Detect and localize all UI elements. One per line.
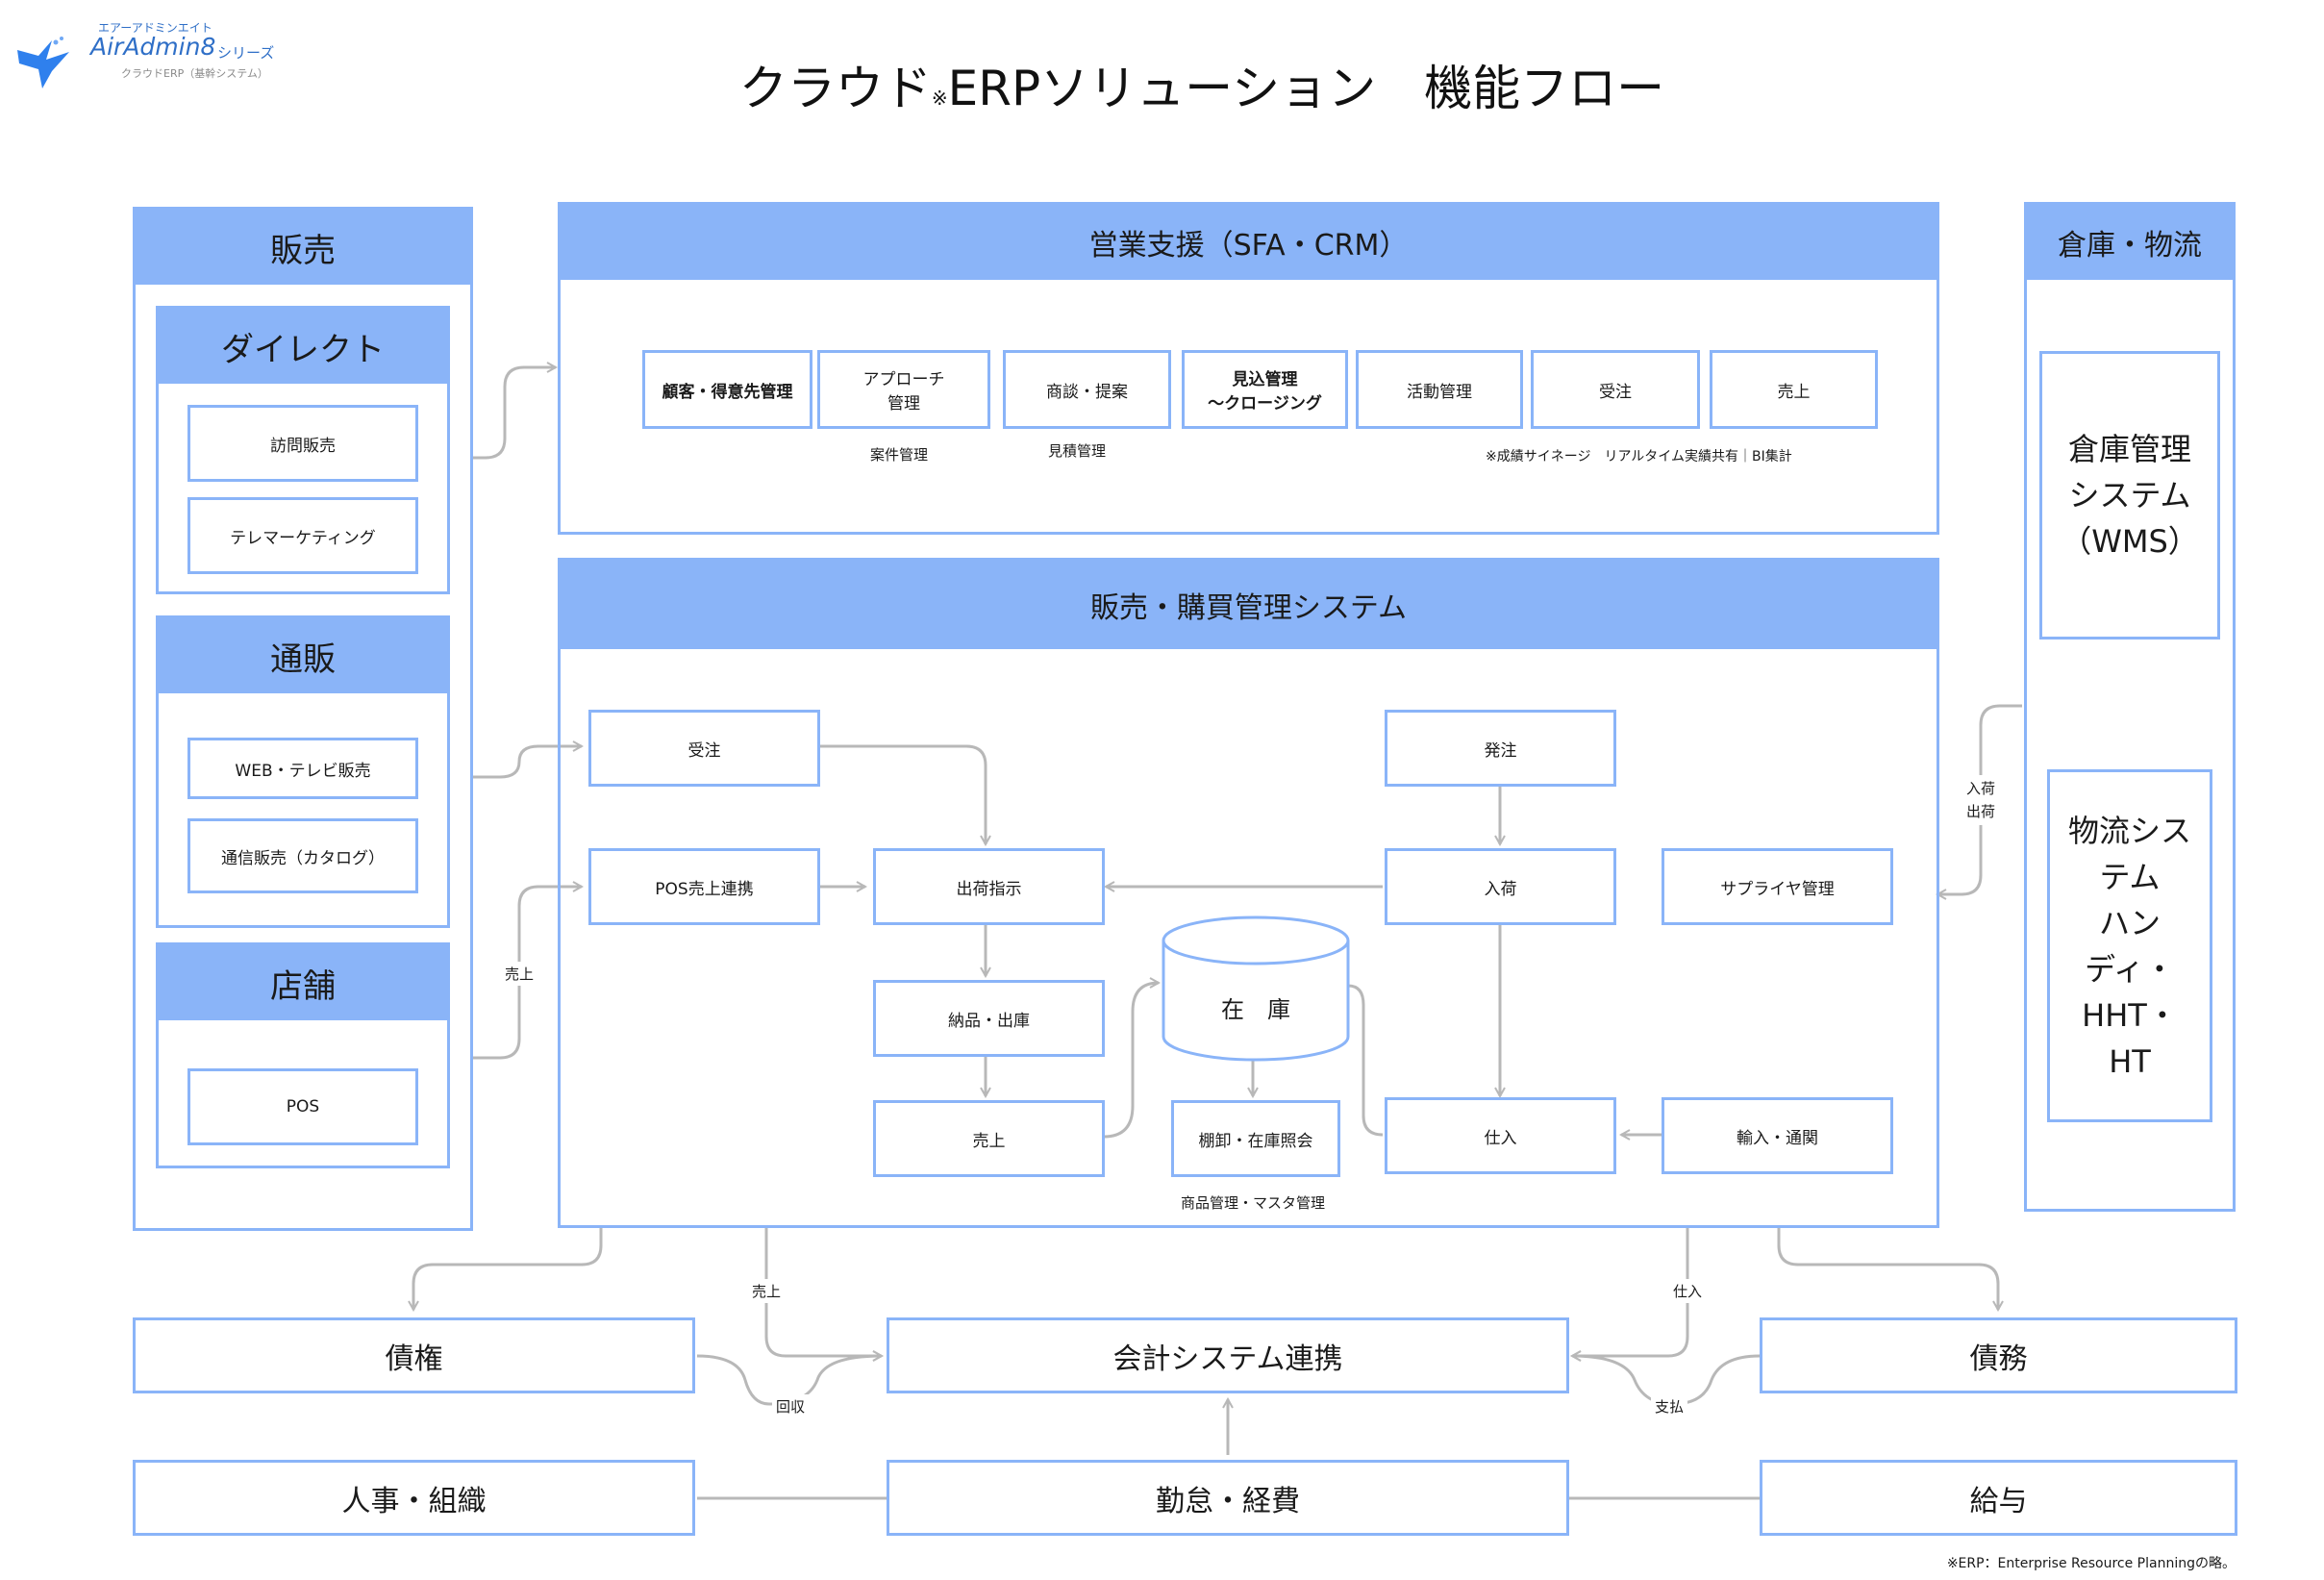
arrow-sale-to-inventory [1103, 983, 1159, 1139]
arrow-sms-to-accounting-purchase [1572, 1226, 1689, 1356]
sms-sales-box: 売上 [873, 1100, 1105, 1177]
sfa-step-customer: 顧客・得意先管理 [642, 350, 812, 429]
store-panel-title: 店舗 [159, 945, 447, 1020]
attendance-box: 勤怠・経費 [887, 1460, 1569, 1536]
mailorder-panel: 通販 WEB・テレビ販売 通信販売（カタログ） [156, 615, 450, 928]
telemarketing-box: テレマーケティング [187, 497, 418, 574]
payroll-box: 給与 [1760, 1460, 2237, 1536]
logo: エアーアドミンエイト AirAdmin8 シリーズ クラウドERP（基幹システム… [13, 17, 292, 94]
pos-box: POS [187, 1068, 418, 1145]
wms-box: 倉庫管理 システム （WMS） [2039, 351, 2220, 640]
direct-panel: ダイレクト 訪問販売 テレマーケティング [156, 306, 450, 594]
web-tv-sales-box: WEB・テレビ販売 [187, 738, 418, 799]
label-sales-down: 売上 [747, 1279, 786, 1303]
logistics-box: 物流シス テム ハン ディ・ HHT・ HT [2047, 769, 2212, 1122]
sms-panel-title: 販売・購買管理システム [561, 561, 1937, 649]
database-cylinder-icon [1162, 915, 1350, 1062]
arrow-sms-to-receivable [413, 1226, 603, 1310]
arrow-sms-to-payable [1777, 1226, 1998, 1310]
sfa-note-case: 案件管理 [869, 446, 929, 464]
footnote: ※ERP：Enterprise Resource Planningの略。 [1946, 1556, 2236, 1571]
bird-icon [17, 37, 69, 88]
payable-box: 債務 [1760, 1317, 2237, 1393]
sms-product-note: 商品管理・マスタ管理 [1180, 1194, 1326, 1212]
inventory-cylinder: 在 庫 [1162, 915, 1350, 1062]
arrow-mailorder-to-order [452, 746, 582, 779]
sales-panel-title: 販売 [136, 210, 470, 285]
sms-receiving-box: 入荷 [1385, 848, 1616, 925]
sms-purchase-order-box: 発注 [1385, 710, 1616, 787]
sfa-note-estimate: 見積管理 [1047, 442, 1107, 460]
sfa-step-prospect: 見込管理 ～クロージング [1182, 350, 1348, 429]
logo-name: AirAdmin8 [90, 33, 216, 61]
page-title: クラウド※ERPソリューション 機能フロー [577, 50, 1827, 119]
sfa-step-activity: 活動管理 [1356, 350, 1523, 429]
logo-kana: エアーアドミンエイト [98, 21, 212, 35]
line-purchase-to-inventory [1347, 984, 1384, 1137]
logo-sub: クラウドERP（基幹システム） [121, 67, 268, 80]
sms-delivery-box: 納品・出庫 [873, 980, 1105, 1057]
visit-sales-box: 訪問販売 [187, 405, 418, 482]
store-panel: 店舗 POS [156, 942, 450, 1168]
label-collect: 回収 [771, 1394, 810, 1418]
warehouse-panel-title: 倉庫・物流 [2027, 205, 2233, 280]
sms-panel: 販売・購買管理システム [558, 558, 1939, 1228]
title-pre: クラウド [738, 61, 932, 116]
label-purchase-down: 仕入 [1668, 1279, 1707, 1303]
accounting-box: 会計システム連携 [887, 1317, 1569, 1393]
sfa-step-approach: アプローチ 管理 [817, 350, 990, 429]
title-post: ERPソリューション 機能フロー [947, 61, 1665, 116]
sfa-step-negotiation: 商談・提案 [1003, 350, 1171, 429]
sfa-step-sales: 売上 [1710, 350, 1878, 429]
sms-import-box: 輸入・通関 [1662, 1097, 1893, 1174]
arrow-sms-to-accounting-sales [764, 1226, 882, 1356]
label-payment: 支払 [1650, 1394, 1688, 1418]
label-store-sales: 売上 [500, 962, 538, 986]
catalog-sales-box: 通信販売（カタログ） [187, 818, 418, 893]
sfa-panel-title: 営業支援（SFA・CRM） [561, 205, 1937, 280]
sms-ship-instruction-box: 出荷指示 [873, 848, 1105, 925]
sms-pos-box: POS売上連携 [588, 848, 820, 925]
receivable-box: 債権 [133, 1317, 695, 1393]
sfa-step-order: 受注 [1531, 350, 1700, 429]
sfa-note-footer: ※成績サイネージ リアルタイム実績共有｜BI集計 [1486, 449, 1792, 464]
arrow-receivable-to-accounting [696, 1356, 882, 1406]
sms-stocktake-box: 棚卸・在庫照会 [1171, 1100, 1340, 1177]
sms-supplier-box: サプライヤ管理 [1662, 848, 1893, 925]
sms-purchase-box: 仕入 [1385, 1097, 1616, 1174]
arrow-order-to-ship [820, 744, 986, 844]
logo-series: シリーズ [217, 44, 275, 62]
arrow-direct-to-sfa [452, 367, 556, 460]
label-inout: 入荷 出荷 [1962, 775, 2000, 825]
title-mark: ※ [931, 87, 948, 110]
inventory-label: 在 庫 [1221, 996, 1290, 1023]
sms-order-box: 受注 [588, 710, 820, 787]
direct-panel-title: ダイレクト [159, 309, 447, 384]
mailorder-panel-title: 通販 [159, 618, 447, 693]
hr-box: 人事・組織 [133, 1460, 695, 1536]
